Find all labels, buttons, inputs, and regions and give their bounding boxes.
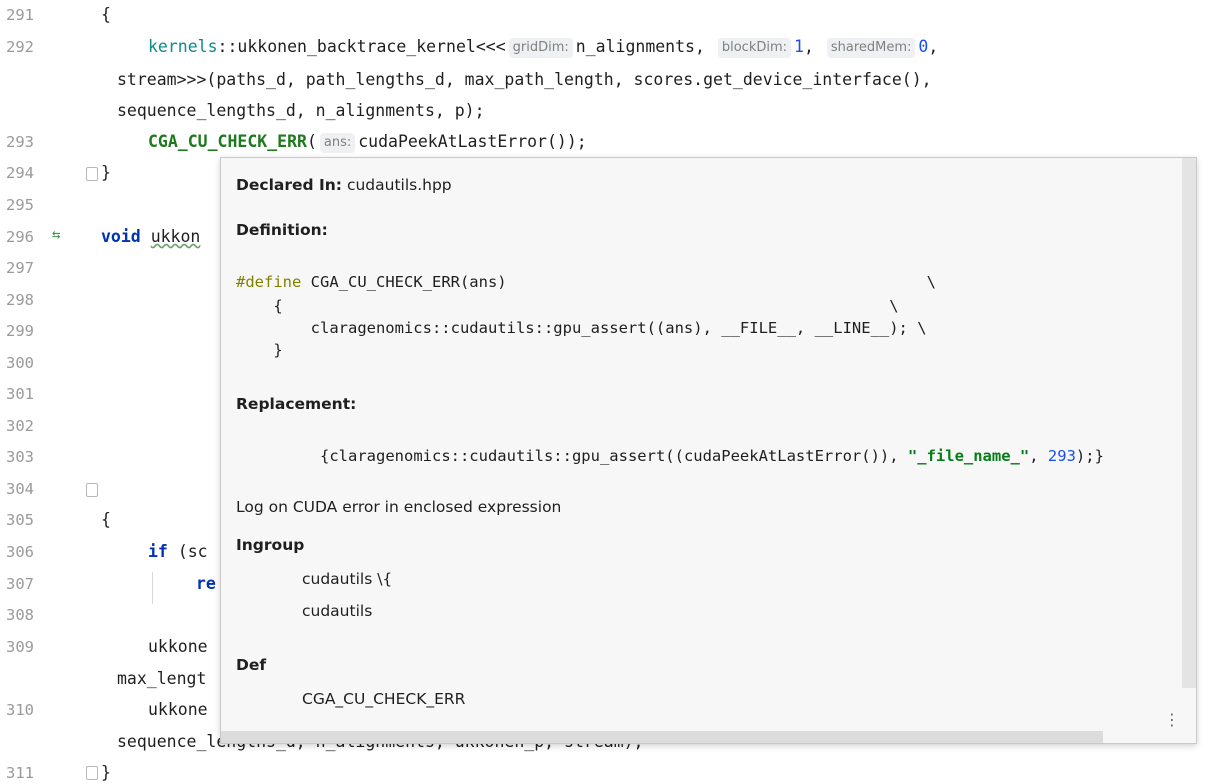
line-number[interactable]: 309 xyxy=(6,638,34,656)
code-line: CGA_CU_CHECK_ERR(ans:cudaPeekAtLastError… xyxy=(148,132,587,153)
line-number[interactable]: 305 xyxy=(6,511,34,529)
quick-documentation-popup[interactable]: Declared In: cudautils.hpp Definition: #… xyxy=(220,157,1197,744)
definition-code: #define CGA_CU_CHECK_ERR(ans) \ xyxy=(236,273,936,291)
code-line: if (sc xyxy=(148,542,208,561)
definition-code: } xyxy=(236,341,283,359)
line-number[interactable]: 311 xyxy=(6,764,34,782)
definition-code: { \ xyxy=(236,297,899,315)
line-number[interactable]: 297 xyxy=(6,259,34,277)
line-number[interactable]: 296 xyxy=(6,228,34,246)
param-hint: gridDim: xyxy=(508,38,573,58)
declared-in: Declared In: cudautils.hpp xyxy=(236,176,452,194)
line-number[interactable]: 295 xyxy=(6,196,34,214)
line-number[interactable]: 304 xyxy=(6,480,34,498)
line-number[interactable]: 294 xyxy=(6,164,34,182)
more-options-icon[interactable]: ⋮ xyxy=(1164,710,1180,729)
line-number[interactable]: 300 xyxy=(6,354,34,372)
editor-gutter xyxy=(0,0,90,784)
code-line-wrap: stream>>>(paths_d, path_lengths_d, max_p… xyxy=(117,70,932,89)
replacement-code: {claragenomics::cudautils::gpu_assert((c… xyxy=(320,447,1104,465)
code-line: { xyxy=(101,510,111,529)
ingroup-item: cudautils xyxy=(302,602,373,620)
ingroup-heading: Ingroup xyxy=(236,536,305,554)
definition-heading: Definition: xyxy=(236,221,328,239)
code-line: void ukkon xyxy=(101,227,201,246)
code-line-wrap: max_lengt xyxy=(117,669,207,688)
override-arrows-icon[interactable]: ⇆ xyxy=(52,227,61,243)
line-number[interactable]: 299 xyxy=(6,322,34,340)
line-number[interactable]: 307 xyxy=(6,575,34,593)
param-hint: sharedMem: xyxy=(826,38,916,58)
code-line: kernels::ukkonen_backtrace_kernel<<<grid… xyxy=(148,37,939,58)
macro-description: Log on CUDA error in enclosed expression xyxy=(236,498,562,516)
fold-start-icon[interactable] xyxy=(86,483,98,497)
line-number[interactable]: 303 xyxy=(6,448,34,466)
def-heading: Def xyxy=(236,656,267,674)
vertical-scrollbar[interactable] xyxy=(1182,158,1196,688)
param-hint: ans: xyxy=(319,133,356,153)
horizontal-scrollbar[interactable] xyxy=(221,731,1103,743)
fold-end-icon[interactable] xyxy=(86,167,98,181)
line-number[interactable]: 292 xyxy=(6,38,34,56)
line-number[interactable]: 308 xyxy=(6,606,34,624)
line-number[interactable]: 291 xyxy=(6,6,34,24)
code-line-wrap: sequence_lengths_d, n_alignments, p); xyxy=(117,101,485,120)
line-number[interactable]: 293 xyxy=(6,133,34,151)
line-number[interactable]: 302 xyxy=(6,417,34,435)
line-number[interactable]: 306 xyxy=(6,543,34,561)
indent-guide xyxy=(152,572,153,604)
code-line: { xyxy=(101,5,111,24)
def-value: CGA_CU_CHECK_ERR xyxy=(302,690,466,708)
code-line: ukkone xyxy=(148,700,208,719)
code-line: ukkone xyxy=(148,637,208,656)
line-number[interactable]: 298 xyxy=(6,291,34,309)
code-line: } xyxy=(101,163,111,182)
code-line: } xyxy=(101,763,111,782)
line-number[interactable]: 301 xyxy=(6,385,34,403)
code-line: re xyxy=(196,574,216,593)
replacement-heading: Replacement: xyxy=(236,395,357,413)
definition-code: claragenomics::cudautils::gpu_assert((an… xyxy=(236,319,927,337)
line-number[interactable]: 310 xyxy=(6,701,34,719)
fold-end-icon[interactable] xyxy=(86,766,98,780)
ingroup-item: cudautils \{ xyxy=(302,570,393,588)
param-hint: blockDim: xyxy=(717,38,792,58)
